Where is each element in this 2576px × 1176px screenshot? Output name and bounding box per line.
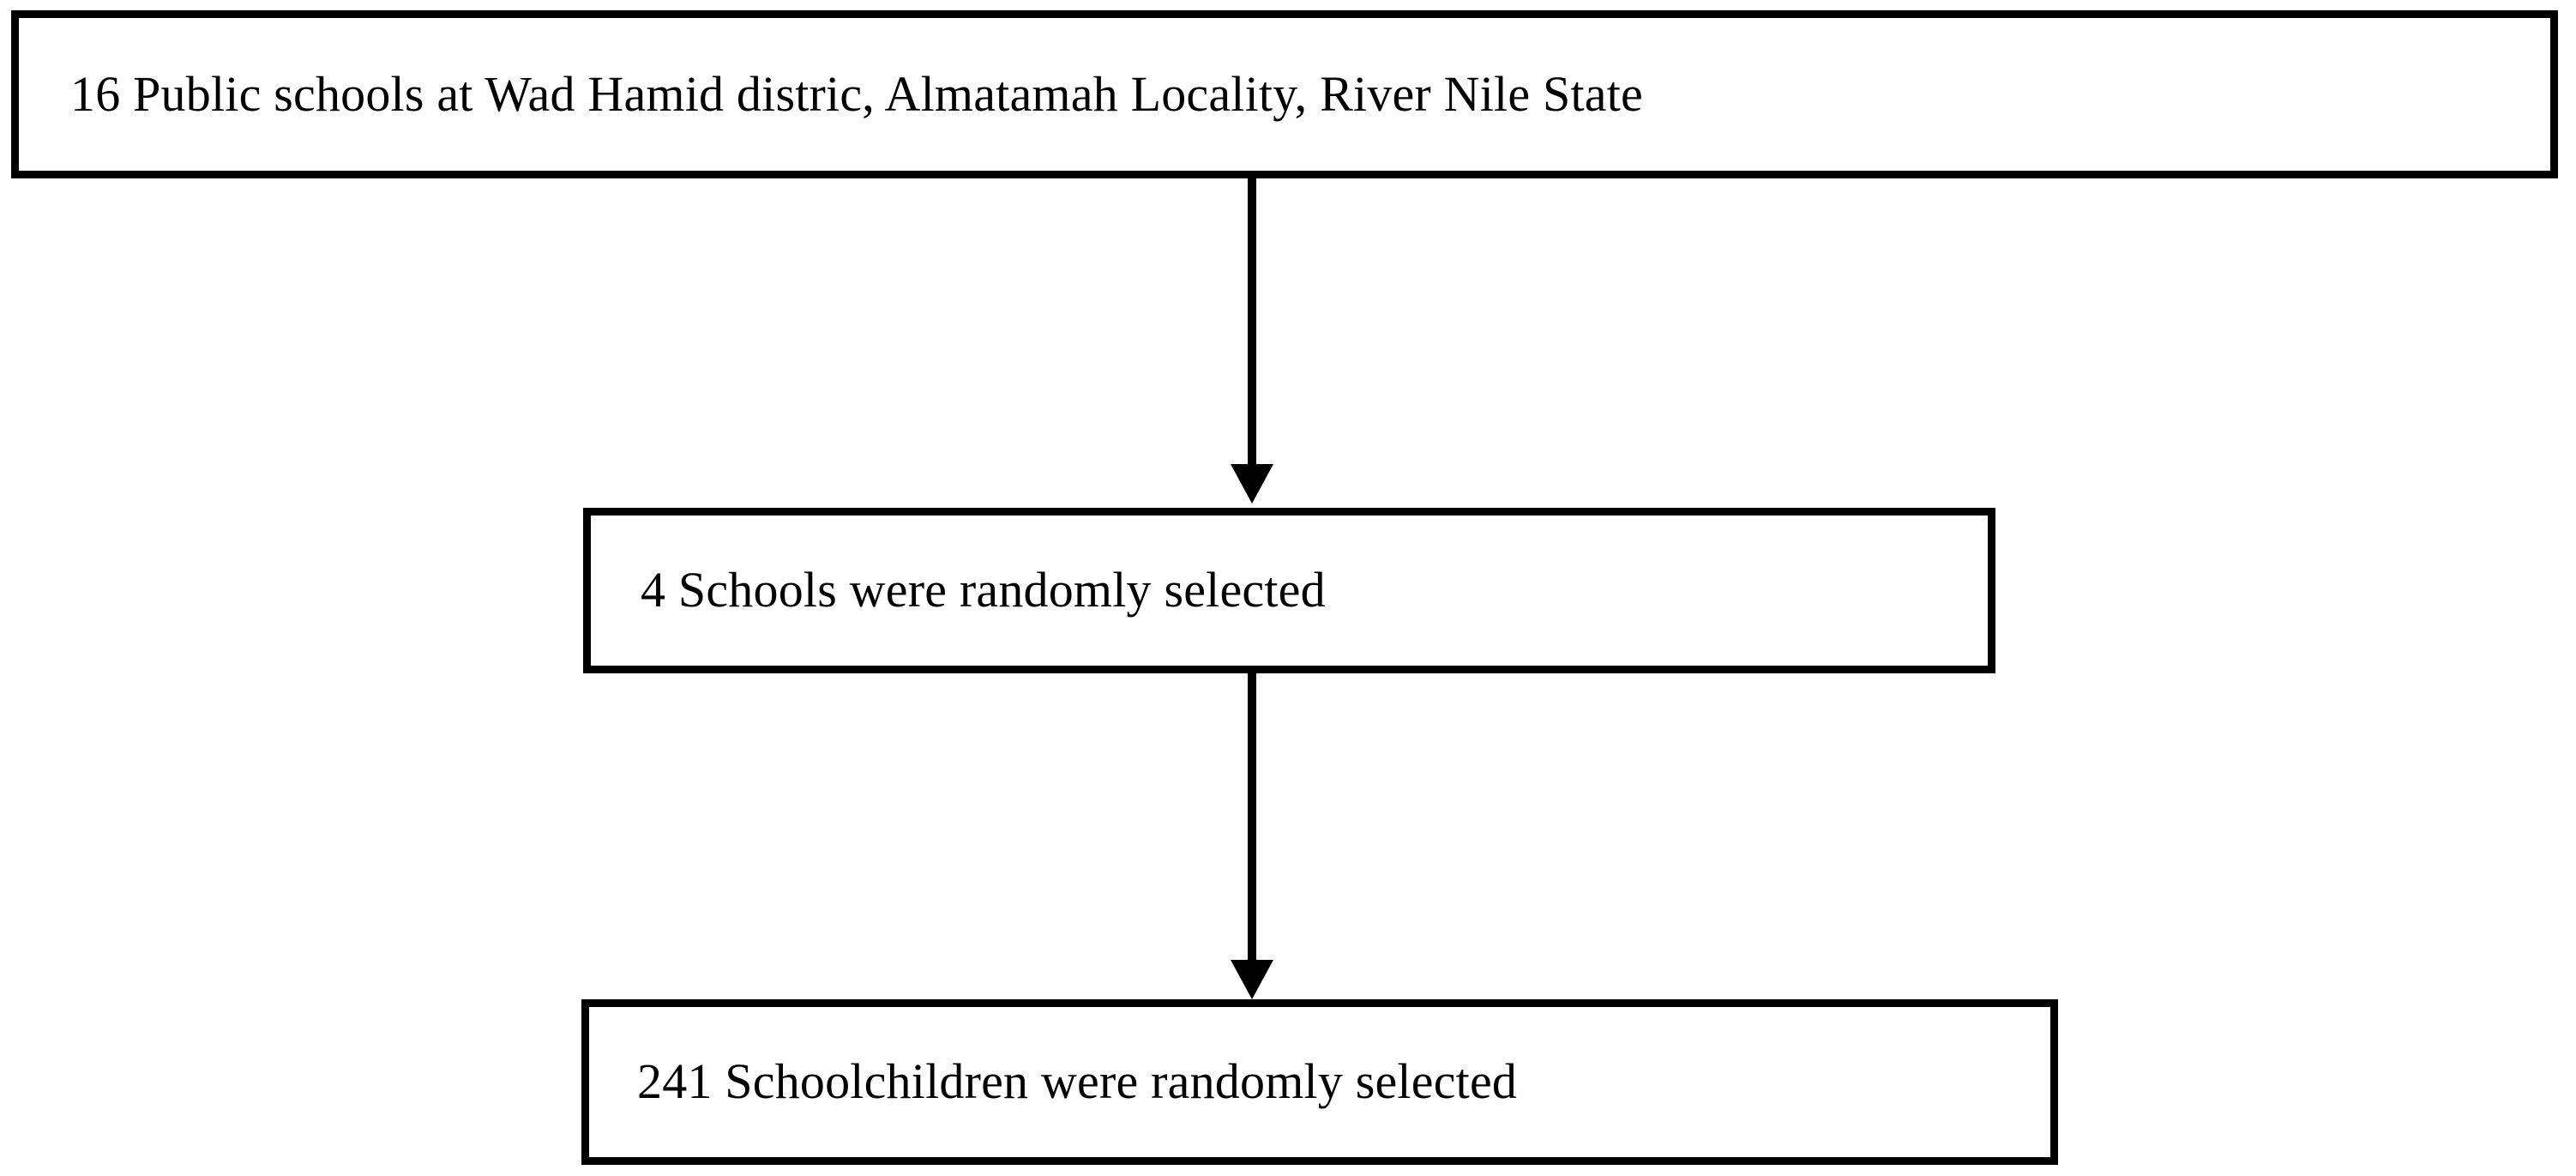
flow-node-children: 241 Schoolchildren were randomly selecte… (581, 999, 2058, 1165)
arrow-shaft (1248, 671, 1256, 962)
arrow-schools-to-children (1231, 671, 1273, 999)
flow-node-schools: 4 Schools were randomly selected (583, 508, 1995, 673)
flow-node-population: 16 Public schools at Wad Hamid distric, … (11, 10, 2558, 178)
arrowhead-down-icon (1231, 960, 1273, 999)
flow-node-population-label: 16 Public schools at Wad Hamid distric, … (70, 65, 1643, 122)
arrow-shaft (1248, 176, 1256, 466)
flow-node-children-label: 241 Schoolchildren were randomly selecte… (637, 1053, 1518, 1110)
flow-node-schools-label: 4 Schools were randomly selected (641, 562, 1326, 618)
arrow-population-to-schools (1231, 176, 1273, 504)
arrowhead-down-icon (1231, 464, 1273, 504)
